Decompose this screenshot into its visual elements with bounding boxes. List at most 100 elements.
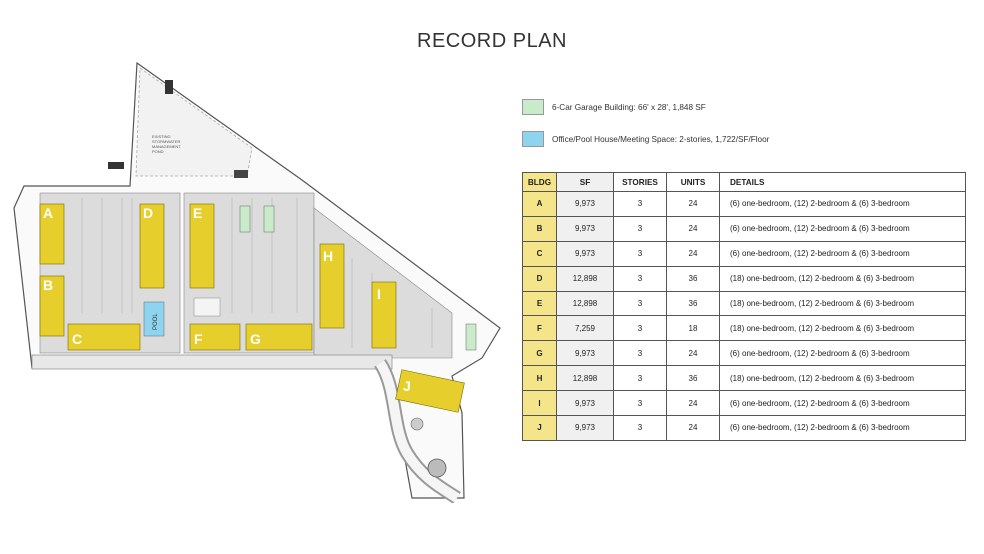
svg-text:E: E [193, 205, 202, 221]
road-entrance-center [375, 360, 460, 503]
svg-text:G: G [250, 331, 261, 347]
cell-units: 18 [666, 315, 720, 342]
legend-swatch-garage [522, 99, 544, 115]
cell-bldg: D [522, 265, 557, 292]
svg-text:D: D [143, 205, 153, 221]
pond-note-line-4: POND [152, 149, 164, 154]
cell-details: (6) one-bedroom, (12) 2-bedroom & (6) 3-… [719, 340, 966, 367]
cell-stories: 3 [613, 240, 667, 267]
building-g: G [245, 323, 313, 351]
cell-stories: 3 [613, 290, 667, 317]
cell-sf: 9,973 [556, 240, 614, 267]
cell-stories: 3 [613, 315, 667, 342]
cell-sf: 9,973 [556, 415, 614, 441]
legend-item-office: Office/Pool House/Meeting Space: 2-stori… [522, 131, 769, 147]
header-sf: SF [556, 172, 614, 192]
cell-sf: 9,973 [556, 215, 614, 242]
svg-text:H: H [323, 248, 333, 264]
structure-east [234, 170, 248, 178]
building-units-table: BLDG SF STORIES UNITS DETAILS A 9,973 3 … [522, 172, 966, 441]
building-e: E [189, 203, 215, 289]
cell-stories: 3 [613, 415, 667, 441]
building-h: H [319, 243, 345, 329]
cell-details: (6) one-bedroom, (12) 2-bedroom & (6) 3-… [719, 390, 966, 417]
cell-sf: 7,259 [556, 315, 614, 342]
cell-units: 24 [666, 390, 720, 417]
cell-bldg: C [522, 240, 557, 267]
pool-deck [193, 297, 221, 317]
header-bldg: BLDG [522, 172, 557, 192]
cell-sf: 9,973 [556, 191, 614, 217]
pool-label: POOL [153, 313, 159, 330]
cell-details: (18) one-bedroom, (12) 2-bedroom & (6) 3… [719, 315, 966, 342]
building-f: F [189, 323, 241, 351]
building-c: C [67, 323, 141, 351]
cell-details: (6) one-bedroom, (12) 2-bedroom & (6) 3-… [719, 240, 966, 267]
building-d: D [139, 203, 165, 289]
table-row: C 9,973 3 24 (6) one-bedroom, (12) 2-bed… [522, 240, 966, 267]
structure-north [165, 80, 173, 94]
building-j: J [395, 369, 465, 413]
cell-stories: 3 [613, 215, 667, 242]
pool-house [143, 301, 165, 337]
cell-bldg: G [522, 340, 557, 367]
cell-units: 24 [666, 191, 720, 217]
table-row: F 7,259 3 18 (18) one-bedroom, (12) 2-be… [522, 315, 966, 342]
road-south [31, 354, 393, 370]
site-plan-drawing: EXISTING STORMWATER MANAGEMENT POND [13, 61, 501, 503]
building-i: I [371, 281, 397, 349]
cell-units: 36 [666, 290, 720, 317]
header-stories: STORIES [613, 172, 667, 192]
cell-details: (18) one-bedroom, (12) 2-bedroom & (6) 3… [719, 290, 966, 317]
round-planter [410, 417, 424, 431]
cell-sf: 9,973 [556, 390, 614, 417]
cell-bldg: I [522, 390, 557, 417]
cell-units: 24 [666, 340, 720, 367]
table-row: E 12,898 3 36 (18) one-bedroom, (12) 2-b… [522, 290, 966, 317]
pond-note-line-1: EXISTING [152, 134, 171, 139]
table-row: D 12,898 3 36 (18) one-bedroom, (12) 2-b… [522, 265, 966, 292]
structure-west [108, 162, 124, 169]
table-row: A 9,973 3 24 (6) one-bedroom, (12) 2-bed… [522, 191, 966, 217]
cell-details: (6) one-bedroom, (12) 2-bedroom & (6) 3-… [719, 215, 966, 242]
garage-building-3 [465, 323, 477, 351]
cell-sf: 12,898 [556, 290, 614, 317]
cell-details: (6) one-bedroom, (12) 2-bedroom & (6) 3-… [719, 191, 966, 217]
table-row: H 12,898 3 36 (18) one-bedroom, (12) 2-b… [522, 365, 966, 392]
cell-stories: 3 [613, 265, 667, 292]
cell-units: 36 [666, 365, 720, 392]
cell-details: (6) one-bedroom, (12) 2-bedroom & (6) 3-… [719, 415, 966, 441]
header-units: UNITS [666, 172, 720, 192]
garage-building-1 [239, 205, 251, 233]
cell-bldg: B [522, 215, 557, 242]
svg-text:C: C [72, 331, 82, 347]
pond-note-line-3: MANAGEMENT [152, 144, 181, 149]
cell-sf: 12,898 [556, 365, 614, 392]
site-plan: EXISTING STORMWATER MANAGEMENT POND [12, 58, 502, 503]
table-row: J 9,973 3 24 (6) one-bedroom, (12) 2-bed… [522, 415, 966, 441]
cell-units: 24 [666, 240, 720, 267]
cell-stories: 3 [613, 390, 667, 417]
cell-details: (18) one-bedroom, (12) 2-bedroom & (6) 3… [719, 265, 966, 292]
legend: 6-Car Garage Building: 66' x 28', 1,848 … [522, 99, 769, 163]
cell-sf: 12,898 [556, 265, 614, 292]
stormwater-pond [135, 67, 253, 177]
svg-text:B: B [43, 277, 53, 293]
header-details: DETAILS [719, 172, 966, 192]
pond-note-line-2: STORMWATER [152, 139, 180, 144]
traffic-circle [427, 458, 447, 478]
cell-units: 36 [666, 265, 720, 292]
cell-bldg: E [522, 290, 557, 317]
cell-bldg: H [522, 365, 557, 392]
svg-text:I: I [377, 286, 381, 302]
legend-label-office: Office/Pool House/Meeting Space: 2-stori… [552, 134, 770, 144]
page-title: RECORD PLAN [417, 30, 567, 52]
cell-stories: 3 [613, 365, 667, 392]
svg-text:J: J [403, 378, 411, 394]
table-row: B 9,973 3 24 (6) one-bedroom, (12) 2-bed… [522, 215, 966, 242]
garage-building-2 [263, 205, 275, 233]
cell-bldg: F [522, 315, 557, 342]
table-row: I 9,973 3 24 (6) one-bedroom, (12) 2-bed… [522, 390, 966, 417]
table-header-row: BLDG SF STORIES UNITS DETAILS [522, 172, 966, 192]
legend-item-garage: 6-Car Garage Building: 66' x 28', 1,848 … [522, 99, 769, 115]
